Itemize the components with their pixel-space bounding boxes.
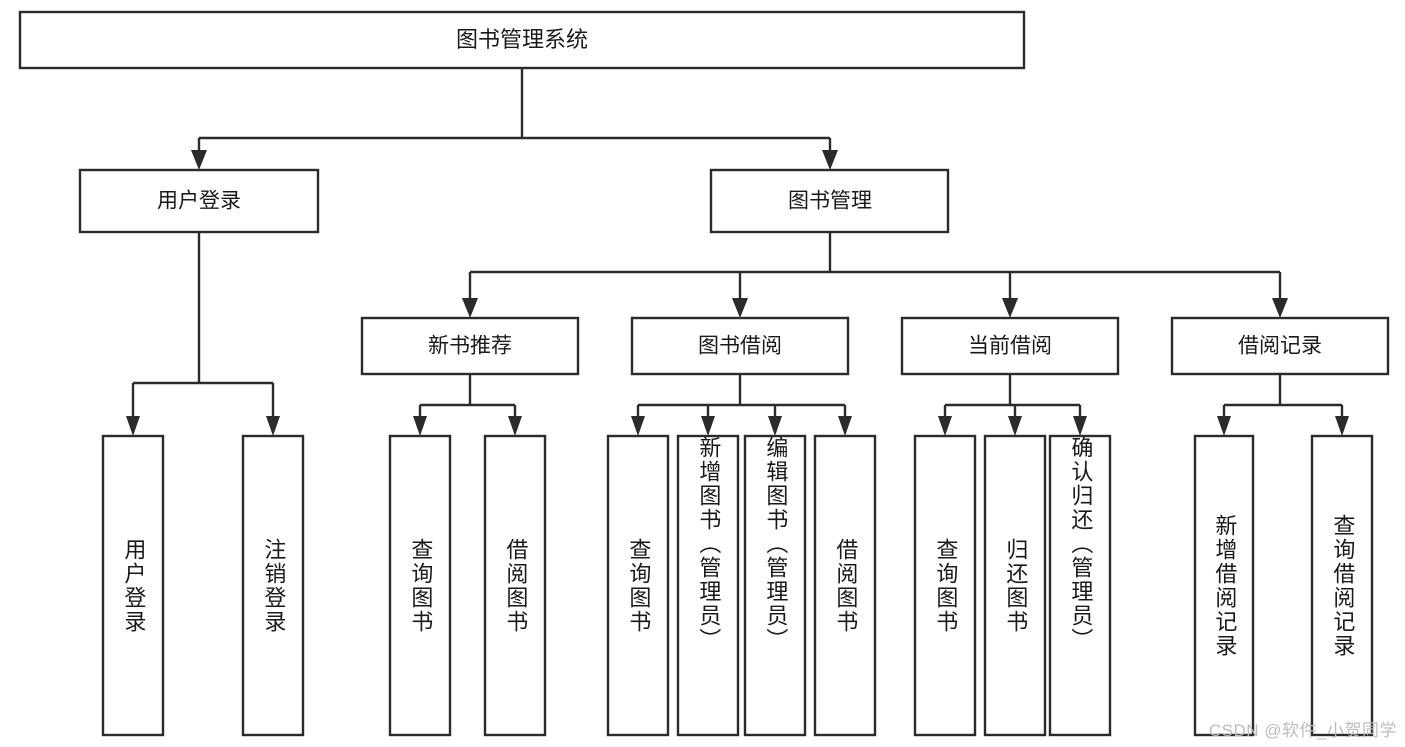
leaf-box-confirm-return-admin[interactable]: [1048, 434, 1112, 737]
arrow-head-rc-to-leaf2: [1335, 416, 1349, 436]
arrow-head-bm-to-record: [1272, 298, 1288, 318]
arrow-head-cb-to-leaf3: [1073, 416, 1087, 436]
node-new-book-recommend-label: 新书推荐: [428, 335, 512, 358]
arrow-head-nb-to-leaf2: [508, 416, 522, 436]
connector-group-user-login: [126, 232, 280, 436]
node-book-management-box: [709, 168, 950, 234]
node-borrow-record[interactable]: 借阅记录: [1170, 316, 1390, 376]
leaf-box-user-login[interactable]: [101, 434, 165, 737]
arrow-head-rc-to-leaf1: [1217, 416, 1231, 436]
arrow-head-bm-to-borrow: [732, 298, 748, 318]
arrow-head-root-to-book-manage: [822, 150, 838, 170]
node-new-book-recommend[interactable]: 新书推荐: [360, 316, 580, 376]
node-user-login[interactable]: 用户登录: [78, 168, 320, 234]
connector-group-record: [1217, 374, 1349, 436]
node-book-management-label: 图书管理: [788, 190, 872, 213]
node-current-borrow-label: 当前借阅: [968, 335, 1052, 358]
connector-group-current: [938, 374, 1087, 436]
arrow-head-ul-to-leaf1: [126, 416, 140, 436]
arrow-head-ul-to-leaf2: [266, 416, 280, 436]
node-root-system-box: [18, 10, 1026, 70]
leaf-box-logout[interactable]: [241, 434, 305, 737]
leaf-box-query-book-nb[interactable]: [388, 434, 452, 737]
node-current-borrow-box: [900, 316, 1120, 376]
leaf-box-borrow-book-nb[interactable]: [483, 434, 547, 737]
leaf-box-return-book[interactable]: [983, 434, 1047, 737]
connector-group-root: [191, 68, 838, 170]
node-book-borrow[interactable]: 图书借阅: [630, 316, 850, 376]
leaf-box-borrow-book-bw[interactable]: [813, 434, 877, 737]
leaf-box-edit-book-admin[interactable]: [743, 434, 807, 737]
node-root-system[interactable]: 图书管理系统: [18, 10, 1026, 70]
arrow-head-bw-to-leaf1: [631, 416, 645, 436]
leaf-box-add-book-admin[interactable]: [676, 434, 740, 737]
node-user-login-label: 用户登录: [157, 190, 241, 213]
node-borrow-record-box: [1170, 316, 1390, 376]
node-book-management[interactable]: 图书管理: [709, 168, 950, 234]
arrow-head-bw-to-leaf2: [701, 416, 715, 436]
arrow-head-bw-to-leaf3: [768, 416, 782, 436]
node-user-login-box: [78, 168, 320, 234]
arrow-head-nb-to-leaf1: [413, 416, 427, 436]
node-book-borrow-label: 图书借阅: [698, 335, 782, 358]
arrow-head-cb-to-leaf1: [938, 416, 952, 436]
leaf-box-query-borrow-record[interactable]: [1310, 434, 1374, 737]
node-root-system-label: 图书管理系统: [456, 27, 588, 52]
connector-group-book-manage: [462, 232, 1288, 318]
arrow-head-bm-to-new-book: [462, 298, 478, 318]
watermark-text: CSDN @软件_小贺同学: [1208, 721, 1397, 740]
arrow-head-bw-to-leaf4: [838, 416, 852, 436]
leaf-box-query-book-cb[interactable]: [913, 434, 977, 737]
node-book-borrow-box: [630, 316, 850, 376]
arrow-head-cb-to-leaf2: [1008, 416, 1022, 436]
node-borrow-record-label: 借阅记录: [1238, 335, 1322, 358]
arrow-head-root-to-user-login: [191, 150, 207, 170]
leaf-boxes-group: [101, 434, 1374, 737]
leaf-box-query-book-bw[interactable]: [606, 434, 670, 737]
connector-group-new-book: [413, 374, 522, 436]
connector-group-borrow: [631, 374, 852, 436]
leaf-box-add-borrow-record[interactable]: [1193, 434, 1255, 737]
node-current-borrow[interactable]: 当前借阅: [900, 316, 1120, 376]
arrow-head-bm-to-current: [1002, 298, 1018, 318]
node-new-book-recommend-box: [360, 316, 580, 376]
